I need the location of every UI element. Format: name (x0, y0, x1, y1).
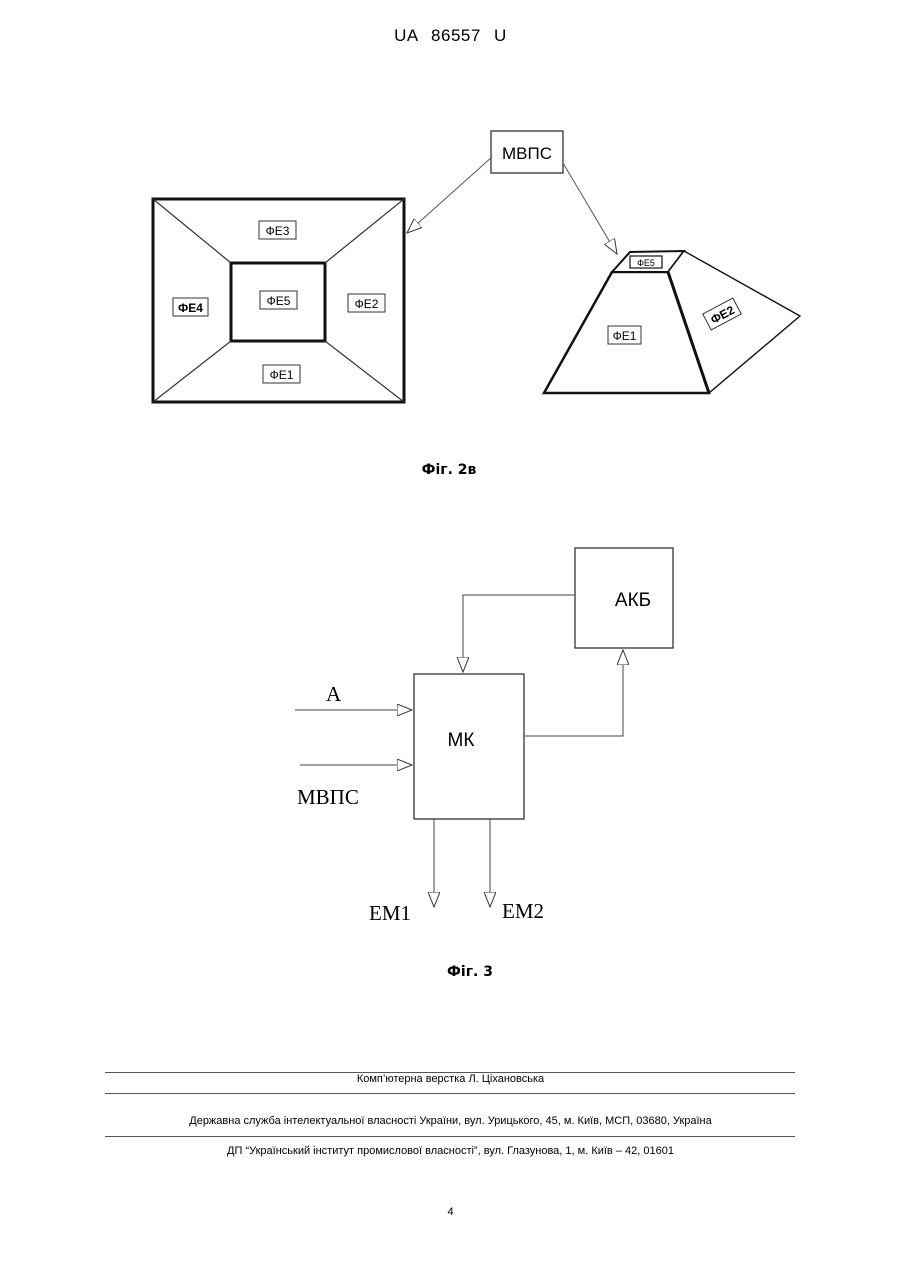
square-label-fe1: ФЕ1 (270, 368, 294, 382)
figure-3-caption: Фіг. 3 (370, 964, 570, 980)
figure-2v-drawing: МВПС ФЕ3 ФЕ4 ФЕ5 ФЕ2 ФЕ1 ФЕ5 ФЕ1 Ф (0, 0, 901, 460)
layout-credit: Комп’ютерна верстка Л. Ціхановська (0, 1073, 901, 1085)
akb-to-mk-line (463, 595, 575, 672)
output-em1-label: ЕМ1 (369, 901, 411, 925)
pyramid-label-fe5: ФЕ5 (637, 258, 655, 268)
square-label-fe2: ФЕ2 (355, 297, 379, 311)
square-label-fe4: ФЕ4 (178, 301, 203, 315)
page-number: 4 (0, 1206, 901, 1218)
institute-address: ДП “Український інститут промислової вла… (0, 1145, 901, 1157)
footer-rule-bottom (105, 1136, 795, 1137)
footer-rule-middle (105, 1093, 795, 1094)
mk-block-label: МК (448, 730, 475, 751)
mk-to-akb-line (524, 650, 623, 736)
mvps-block-label: МВПС (502, 144, 552, 163)
arrow-to-square (407, 157, 492, 233)
square-label-fe3: ФЕ3 (266, 224, 290, 238)
arrow-to-pyramid (563, 163, 617, 254)
agency-address: Державна служба інтелектуальної власност… (0, 1115, 901, 1127)
output-em2-label: ЕМ2 (502, 899, 544, 923)
akb-block-label: АКБ (615, 590, 651, 611)
figure-2v-caption: Фіг. 2в (349, 462, 549, 478)
pyramid-label-fe1: ФЕ1 (613, 329, 637, 343)
input-mvps-label: МВПС (297, 785, 359, 809)
figure-3-drawing: АКБ МК А МВПС ЕМ1 ЕМ2 (0, 500, 901, 940)
square-panel-view: ФЕ3 ФЕ4 ФЕ5 ФЕ2 ФЕ1 (153, 199, 404, 402)
square-label-fe5: ФЕ5 (267, 294, 291, 308)
pyramid-view: ФЕ5 ФЕ1 ФЕ2 (544, 251, 800, 393)
input-a-label: А (326, 682, 342, 706)
